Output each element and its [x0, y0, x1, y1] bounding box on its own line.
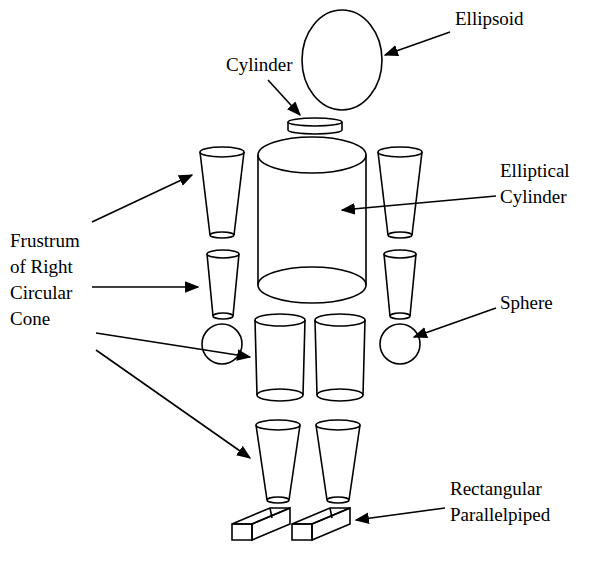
shape-label: Ellipsoid	[455, 6, 585, 32]
upper-arm-frustum	[378, 147, 422, 238]
forearm-frustum	[207, 250, 239, 319]
lower-leg-frustum	[316, 420, 360, 503]
shape-label: Rectangular Parallelpiped	[450, 476, 595, 528]
head-ellipsoid	[302, 10, 382, 110]
shape-label: Frustrum of Right Circular Cone	[10, 228, 100, 332]
hand-sphere	[380, 324, 420, 364]
forearm-frustum	[384, 250, 416, 319]
leader-arrows	[92, 32, 496, 520]
hand-sphere	[202, 324, 242, 364]
shape-label: Cylinder	[226, 52, 326, 78]
foot-parallelepiped	[232, 508, 290, 540]
foot-parallelepiped	[292, 508, 350, 540]
thigh-frustum	[315, 314, 365, 401]
torso-elliptical-cylinder	[258, 137, 366, 303]
lower-leg-frustum	[256, 420, 300, 503]
shape-label: Sphere	[500, 290, 595, 316]
shape-label: Elliptical Cylinder	[500, 158, 595, 210]
neck-cylinder	[288, 118, 342, 134]
thigh-frustum	[255, 314, 305, 401]
upper-arm-frustum	[200, 147, 244, 238]
